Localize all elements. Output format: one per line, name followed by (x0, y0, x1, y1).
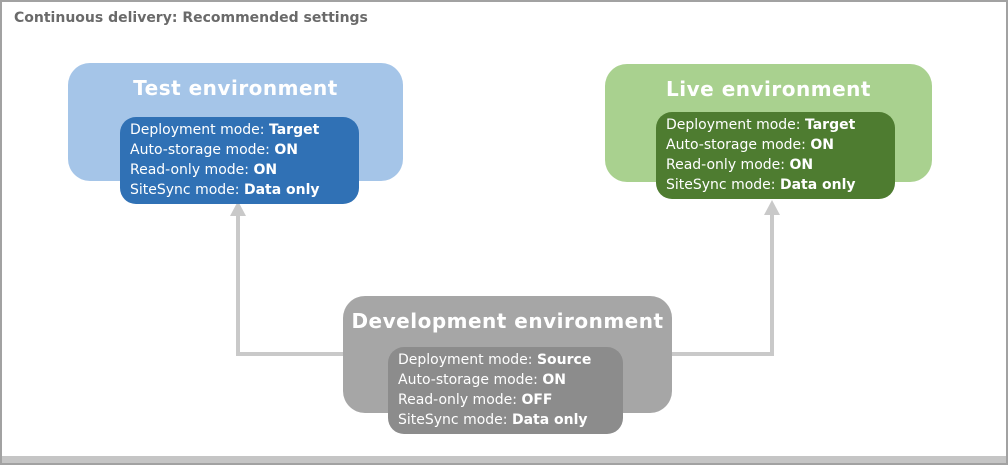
setting-label: Auto-storage mode: (398, 372, 538, 388)
setting-row: SiteSync mode: Data only (130, 180, 349, 200)
setting-value: ON (789, 157, 814, 173)
setting-row: Deployment mode: Target (130, 120, 349, 140)
setting-label: SiteSync mode: (130, 182, 240, 198)
setting-label: Read-only mode: (398, 392, 517, 408)
setting-label: Deployment mode: (398, 352, 533, 368)
setting-row: Read-only mode: ON (666, 155, 885, 175)
setting-row: Auto-storage mode: ON (398, 370, 613, 390)
setting-value: ON (253, 162, 278, 178)
setting-row: Auto-storage mode: ON (666, 135, 885, 155)
setting-value: ON (810, 137, 834, 153)
setting-value: Data only (779, 177, 856, 193)
setting-label: Deployment mode: (666, 117, 801, 133)
bottom-bar (2, 456, 1006, 463)
setting-row: Auto-storage mode: ON (130, 140, 349, 160)
setting-row: Deployment mode: Target (666, 115, 885, 135)
setting-label: SiteSync mode: (398, 412, 508, 428)
environment-title-development: Development environment (351, 309, 664, 333)
setting-row: Read-only mode: OFF (398, 390, 613, 410)
setting-value: Target (804, 117, 856, 133)
setting-value: Source (536, 352, 592, 368)
arrow-dev-to-test (230, 201, 343, 356)
environment-title-test: Test environment (133, 76, 338, 100)
setting-row: SiteSync mode: Data only (398, 410, 613, 430)
setting-value: Data only (511, 412, 588, 428)
setting-label: Deployment mode: (130, 122, 265, 138)
environment-title-live: Live environment (666, 77, 871, 101)
setting-value: OFF (521, 392, 553, 408)
setting-value: Target (268, 122, 320, 138)
setting-label: Read-only mode: (666, 157, 785, 173)
setting-label: Auto-storage mode: (666, 137, 806, 153)
setting-row: SiteSync mode: Data only (666, 175, 885, 195)
setting-label: Auto-storage mode: (130, 142, 270, 158)
setting-value: ON (274, 142, 298, 158)
settings-panel-test: Deployment mode: Target Auto-storage mod… (120, 117, 359, 204)
setting-label: Read-only mode: (130, 162, 249, 178)
setting-row: Read-only mode: ON (130, 160, 349, 180)
setting-value: ON (542, 372, 566, 388)
setting-label: SiteSync mode: (666, 177, 776, 193)
page-title: Continuous delivery: Recommended setting… (14, 10, 368, 26)
setting-value: Data only (243, 182, 320, 198)
settings-panel-development: Deployment mode: Source Auto-storage mod… (388, 347, 623, 434)
settings-panel-live: Deployment mode: Target Auto-storage mod… (656, 112, 895, 199)
setting-row: Deployment mode: Source (398, 350, 613, 370)
arrow-dev-to-live (671, 200, 780, 356)
